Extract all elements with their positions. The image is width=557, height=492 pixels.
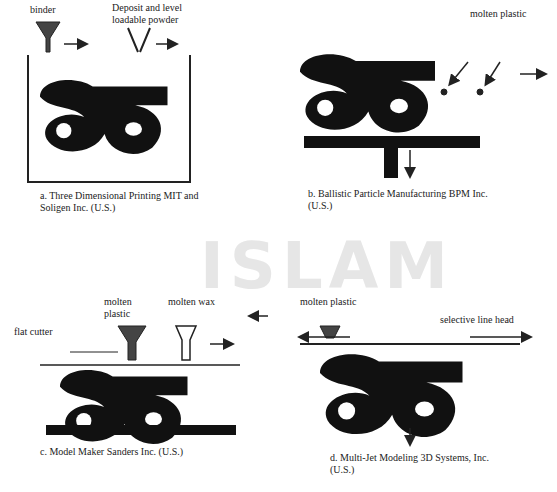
figure-caption: b. Ballistic Particle Manufacturing BPM … [308, 188, 488, 211]
part-label: Deposit and level loadable powder [112, 2, 212, 25]
figure-caption: c. Model Maker Sanders Inc. (U.S.) [40, 446, 210, 458]
figure-caption: d. Multi-Jet Modeling 3D Systems, Inc. (… [330, 452, 510, 475]
part-label: binder [30, 4, 80, 16]
ballistic-particle-figure [300, 54, 545, 178]
three-d-printing-figure [28, 22, 190, 200]
watermark: ISLAM [200, 230, 460, 304]
part-label: molten plastic [300, 296, 360, 308]
part-label: flat cutter [14, 326, 66, 338]
part-label: molten plastic [470, 8, 530, 20]
model-maker-figure [40, 326, 240, 444]
figure-caption: a. Three Dimensional Printing MIT and So… [40, 190, 210, 213]
multi-jet-figure [300, 326, 530, 444]
part-label: molten wax [168, 296, 218, 308]
part-label: molten plastic [104, 296, 154, 319]
part-label: selective line head [440, 314, 550, 326]
